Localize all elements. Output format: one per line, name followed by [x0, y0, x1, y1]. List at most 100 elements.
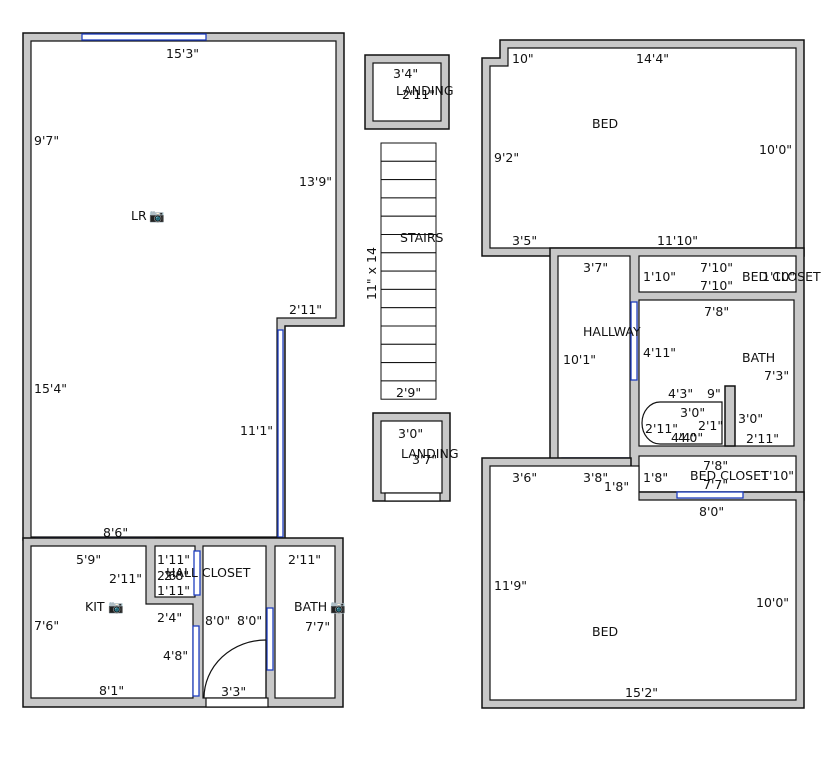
- dim: 10'1": [563, 352, 596, 367]
- dim: 2'1": [698, 418, 723, 433]
- dim: 3'5": [512, 233, 537, 248]
- stair-step: [380, 362, 437, 382]
- dim: 4'11": [643, 345, 676, 360]
- dim: 11'1": [240, 423, 273, 438]
- dim: 8'0": [699, 504, 724, 519]
- landing-top-floor: [372, 62, 442, 122]
- dim: 3'7": [583, 260, 608, 275]
- stair-step: [380, 142, 437, 162]
- label-bed-top: BED: [592, 116, 618, 131]
- dim: 14'4": [636, 51, 669, 66]
- stair-step: [380, 197, 437, 217]
- label-lr: LR: [131, 208, 147, 223]
- dim: 1'8": [643, 470, 668, 485]
- dim: 4'3": [668, 386, 693, 401]
- dim: 2'11": [109, 571, 142, 586]
- hall-closet-window: [193, 550, 201, 596]
- stair-step: [380, 380, 437, 400]
- dim: 4'0": [678, 430, 703, 445]
- stair-step: [380, 307, 437, 327]
- label-landing-bottom: LANDING: [401, 446, 459, 461]
- dim: 9": [707, 386, 721, 401]
- dim: 1'10": [643, 269, 676, 284]
- camera-icon: 📷: [108, 599, 124, 614]
- dim: 2'11": [402, 87, 435, 102]
- dim: 1'10": [762, 269, 795, 284]
- dim: 4'4": [671, 430, 696, 445]
- dim: 1'8": [604, 479, 629, 494]
- dim: 9'2": [494, 150, 519, 165]
- dim: 1'11": [157, 552, 190, 567]
- closet-bottom-floor: [638, 455, 797, 493]
- camera-icon: 📷: [330, 599, 346, 614]
- hallway-floor: [557, 255, 631, 459]
- label-landing-top: LANDING: [396, 83, 454, 98]
- dim: 8'0": [205, 613, 230, 628]
- dim: 2'9": [396, 385, 421, 400]
- dim: 2'11": [288, 552, 321, 567]
- label-closet-top: BED CLOSET: [742, 269, 821, 284]
- dim: 2'8": [164, 568, 189, 583]
- dim: 7'8": [704, 304, 729, 319]
- dim: 7'10": [700, 260, 733, 275]
- kit-floor: [30, 545, 194, 699]
- dim: 15'2": [625, 685, 658, 700]
- dim: 2'4": [157, 610, 182, 625]
- label-bath-left: BATH: [294, 599, 327, 614]
- dim: 13'9": [299, 174, 332, 189]
- dim: 1'10": [761, 468, 794, 483]
- kit-window-right: [192, 625, 200, 697]
- dim: 1'11": [157, 583, 190, 598]
- dim: 2'11": [645, 421, 678, 436]
- label-stairs: STAIRS: [400, 230, 444, 245]
- closet-top-floor: [638, 255, 797, 293]
- dim: 3'6": [512, 470, 537, 485]
- tub-wall: [724, 385, 736, 447]
- bed-top-floor: [489, 47, 797, 249]
- landing-bottom-opening: [384, 492, 441, 502]
- stair-step: [380, 343, 437, 364]
- dim: 10": [512, 51, 534, 66]
- dim: 10'0": [759, 142, 792, 157]
- dim: 11'9": [494, 578, 527, 593]
- stair-step: [380, 270, 437, 290]
- dim: 15'3": [166, 46, 199, 61]
- hallway-window: [630, 301, 638, 381]
- stair-step: [380, 160, 437, 181]
- lr-window-top: [81, 33, 207, 41]
- bed-bottom-floor: [489, 465, 797, 701]
- bathtub: [641, 401, 723, 445]
- dim: 4'8": [163, 648, 188, 663]
- dim: 3'4": [393, 66, 418, 81]
- label-kit: KIT: [85, 599, 105, 614]
- stair-step: [380, 179, 437, 199]
- dim: 15'4": [34, 381, 67, 396]
- label-bed-bottom: BED: [592, 624, 618, 639]
- dim: 7'6": [34, 618, 59, 633]
- bath-left-window: [266, 607, 274, 671]
- dim: 3'0": [398, 426, 423, 441]
- stair-step: [380, 325, 437, 345]
- entry-opening: [205, 697, 269, 708]
- hall-floor: [202, 545, 267, 699]
- dim: 8'6": [103, 525, 128, 540]
- stair-step: [380, 252, 437, 272]
- stairs: [380, 142, 437, 400]
- label-hallway: HALLWAY: [583, 324, 641, 339]
- dim: 7'8": [703, 458, 728, 473]
- dim: 9'7": [34, 133, 59, 148]
- bed-bottom-window: [676, 491, 744, 499]
- dim: 10'0": [756, 595, 789, 610]
- dim: 7'7": [305, 619, 330, 634]
- dim: 3'0": [680, 405, 705, 420]
- lr-window-right: [277, 329, 284, 538]
- stair-step: [380, 288, 437, 309]
- dim: 7'7": [703, 477, 728, 492]
- dim: 3'3": [221, 684, 246, 699]
- label-hall-closet: HALL CLOSET: [166, 565, 251, 580]
- dim: 11'10": [657, 233, 698, 248]
- lr-floor: [30, 40, 337, 538]
- labels: LR 📷 LANDING STAIRS 11" x 14 LANDING BED…: [34, 46, 821, 700]
- label-closet-bottom: BED CLOSET: [690, 468, 769, 483]
